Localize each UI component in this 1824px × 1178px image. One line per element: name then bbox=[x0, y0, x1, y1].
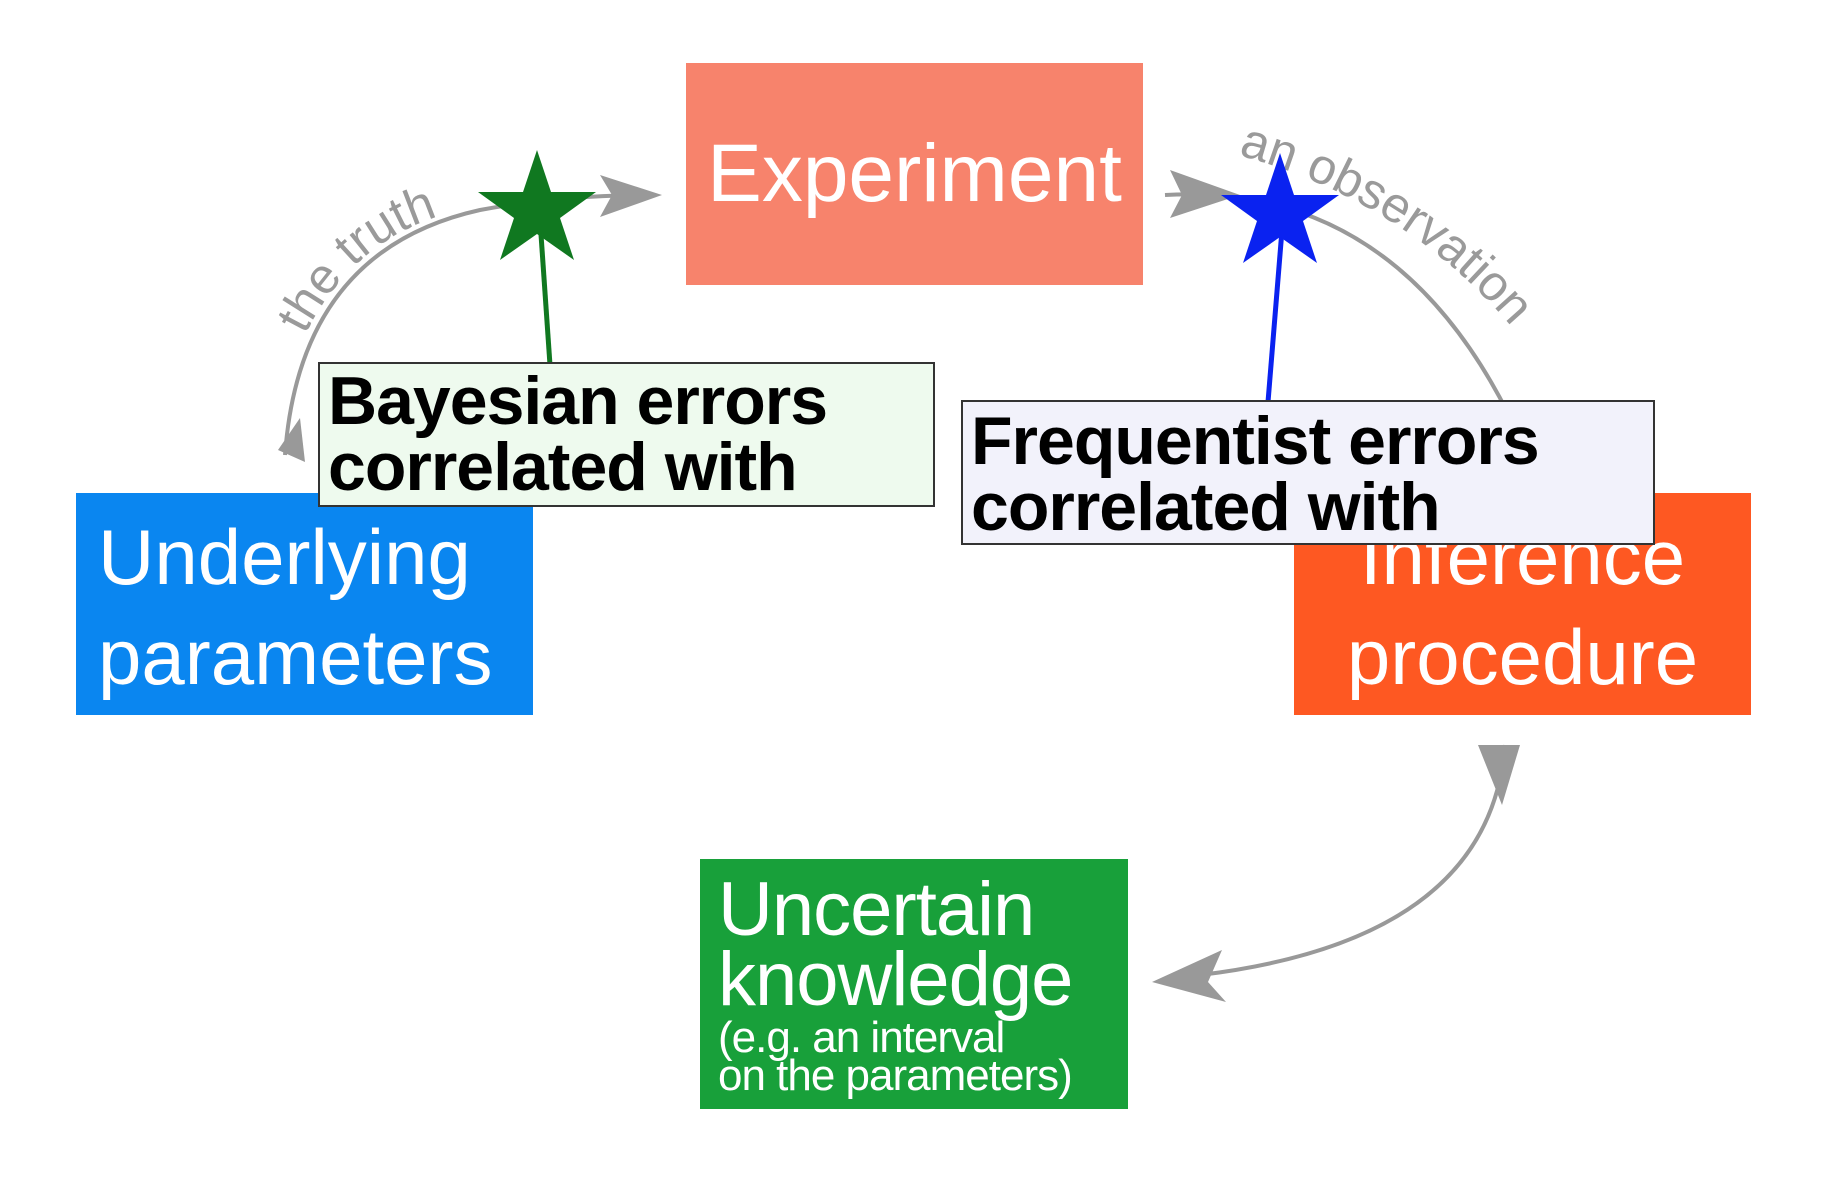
knowledge-note-line2: on the parameters) bbox=[718, 1051, 1073, 1100]
params-start-arrowhead-icon bbox=[278, 418, 305, 462]
truth-label: the truth bbox=[265, 174, 442, 340]
parameters-label-line2: parameters bbox=[98, 613, 493, 701]
knowledge-box: Uncertain knowledge (e.g. an interval on… bbox=[700, 859, 1128, 1109]
parameters-box: Underlying parameters bbox=[76, 493, 533, 715]
frequentist-star-icon bbox=[1221, 153, 1339, 263]
frequentist-star-stem bbox=[1265, 229, 1285, 403]
bayesian-star-stem bbox=[537, 219, 553, 366]
experiment-box: Experiment bbox=[686, 63, 1143, 285]
frequentist-callout-line1: Frequentist errors bbox=[971, 403, 1540, 479]
inference-arrowhead-icon bbox=[1478, 745, 1520, 805]
bayesian-callout-line2: correlated with bbox=[328, 429, 798, 505]
knowledge-title: Uncertain knowledge bbox=[718, 867, 1128, 1022]
experiment-label: Experiment bbox=[707, 128, 1122, 219]
bayesian-callout: Bayesian errors correlated with bbox=[318, 362, 935, 507]
truth-arrowhead-icon bbox=[600, 175, 662, 217]
knowledge-label-line1: Uncertain bbox=[718, 867, 1035, 952]
frequentist-callout: Frequentist errors correlated with bbox=[961, 400, 1655, 545]
observation-arrowhead-icon bbox=[1170, 170, 1240, 218]
truth-label-path: the truth bbox=[265, 174, 442, 340]
inference-label-line2: procedure bbox=[1346, 613, 1699, 701]
knowledge-note-line1: (e.g. an interval bbox=[718, 1013, 1005, 1062]
knowledge-label-line2: knowledge bbox=[718, 937, 1073, 1022]
knowledge-arrowhead-icon bbox=[1152, 950, 1226, 1002]
parameters-label-line1: Underlying bbox=[98, 513, 471, 601]
bayesian-callout-line1: Bayesian errors bbox=[328, 363, 828, 439]
frequentist-callout-line2: correlated with bbox=[971, 469, 1441, 545]
knowledge-arrow bbox=[1199, 744, 1507, 977]
knowledge-note: (e.g. an interval on the parameters) bbox=[718, 1013, 1128, 1100]
bayesian-star-icon bbox=[478, 150, 596, 260]
